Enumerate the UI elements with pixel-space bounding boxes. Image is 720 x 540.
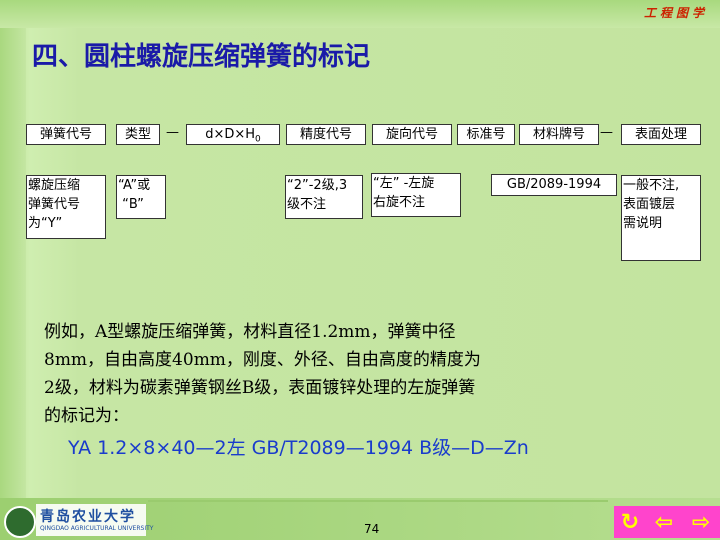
field-direction-code: 旋向代号 bbox=[372, 124, 452, 145]
desc-surface: 一般不注, 表面镀层 需说明 bbox=[621, 175, 701, 261]
field-surface-treatment: 表面处理 bbox=[621, 124, 701, 145]
university-logo-plate bbox=[36, 504, 146, 536]
desc-type: “A”或 “B” bbox=[116, 175, 166, 219]
example-line: 8mm，自由高度40mm，刚度、外径、自由高度的精度为 bbox=[44, 350, 481, 370]
marking-result: YA 1.2×8×40—2左 GB/T2089—1994 B级—D—Zn bbox=[68, 437, 529, 459]
dash-separator: — bbox=[166, 125, 179, 140]
dimensions-text: d×D×H bbox=[205, 127, 256, 142]
example-paragraph: 例如，A型螺旋压缩弹簧，材料直径1.2mm，弹簧中径 8mm，自由高度40mm，… bbox=[44, 318, 654, 430]
dash-separator: — bbox=[600, 125, 613, 140]
desc-standard: GB/2089-1994 bbox=[491, 174, 617, 196]
return-icon: ↻ bbox=[620, 509, 640, 535]
university-logo-icon bbox=[4, 506, 36, 538]
field-spring-code: 弹簧代号 bbox=[26, 124, 106, 145]
arrow-left-icon: ⇦ bbox=[654, 509, 674, 535]
example-line: 的标记为： bbox=[44, 406, 129, 426]
field-precision-code: 精度代号 bbox=[286, 124, 366, 145]
university-name-cn: 青岛农业大学 bbox=[40, 509, 136, 525]
dimensions-subscript: 0 bbox=[255, 134, 261, 145]
arrow-right-icon: ⇨ bbox=[691, 509, 711, 535]
previous-slide-button[interactable]: ⇦ bbox=[646, 506, 682, 538]
example-line: 例如，A型螺旋压缩弹簧，材料直径1.2mm，弹簧中径 bbox=[44, 322, 456, 342]
desc-spring-code: 螺旋压缩 弹簧代号 为“Y” bbox=[26, 175, 106, 239]
desc-precision: “2”-2级,3 级不注 bbox=[285, 175, 363, 219]
desc-direction: “左” -左旋 右旋不注 bbox=[371, 173, 461, 217]
top-band bbox=[0, 0, 720, 28]
field-standard-no: 标准号 bbox=[457, 124, 515, 145]
university-name-en: QINGDAO AGRICULTURAL UNIVERSITY bbox=[40, 525, 154, 532]
example-line: 2级，材料为碳素弹簧钢丝B级，表面镀锌处理的左旋弹簧 bbox=[44, 378, 476, 398]
page-number: 74 bbox=[364, 522, 380, 536]
field-type: 类型 bbox=[116, 124, 160, 145]
course-brand: 工程图学 bbox=[643, 6, 708, 20]
field-material-grade: 材料牌号 bbox=[519, 124, 599, 145]
footer-divider bbox=[148, 500, 608, 502]
return-button[interactable]: ↻ bbox=[614, 506, 646, 538]
slide-title: 四、圆柱螺旋压缩弹簧的标记 bbox=[32, 42, 371, 72]
left-band bbox=[0, 28, 26, 498]
next-slide-button[interactable]: ⇨ bbox=[682, 506, 720, 538]
field-dimensions: d×D×H0 bbox=[186, 124, 280, 145]
